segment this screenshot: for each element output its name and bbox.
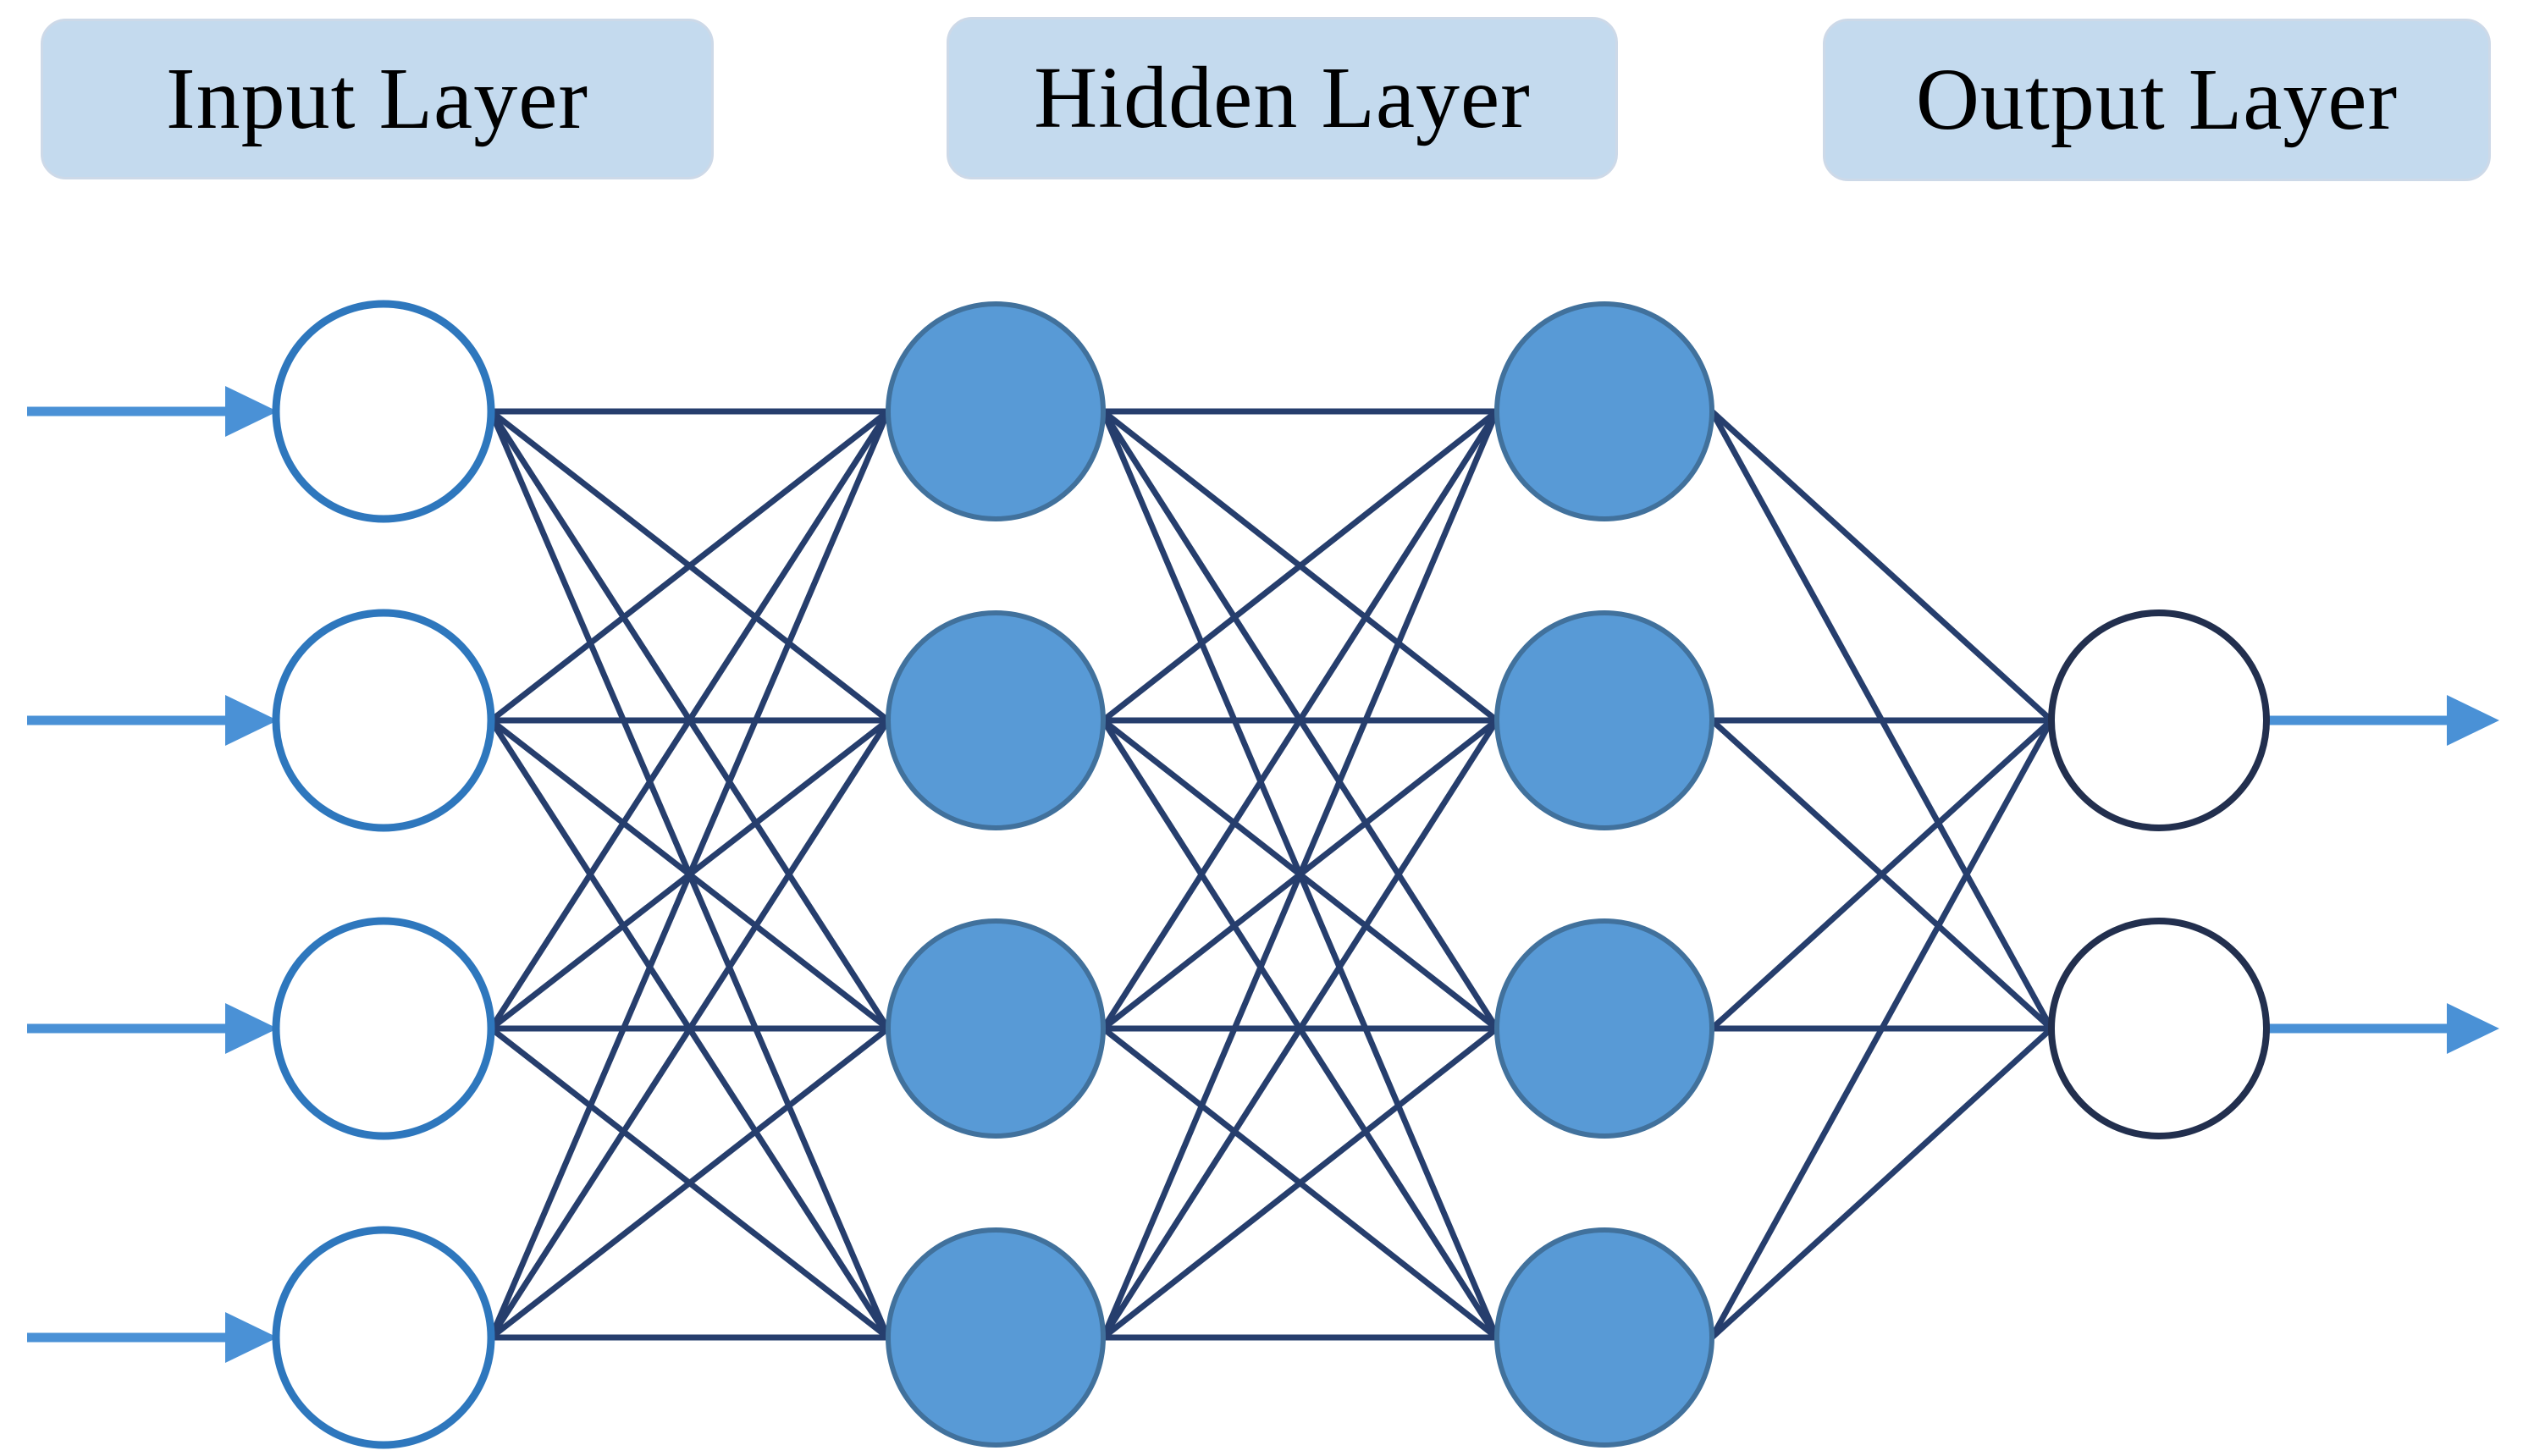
edge-hidden-1-4-hidden-2-3 [1101, 1026, 1499, 1340]
input-arrow-1-head-icon [225, 386, 278, 437]
output-layer-label: Output Layer [1823, 19, 2491, 181]
input-arrow-4 [27, 1312, 278, 1363]
edge-hidden-2-1-output-1 [1709, 409, 2054, 723]
arrows-group [27, 386, 2499, 1363]
output-arrow-1-head-icon [2447, 695, 2499, 746]
output-arrow-1 [2266, 695, 2499, 746]
input-arrow-4-head-icon [225, 1312, 278, 1363]
edge-hidden-1-4-hidden-2-2 [1101, 719, 1499, 1339]
hidden-layer-label: Hidden Layer [947, 17, 1618, 179]
input-node-2 [272, 609, 495, 832]
edge-hidden-2-3-output-1 [1709, 718, 2054, 1031]
hidden-1-node-1 [886, 301, 1106, 521]
nodes-group [272, 300, 2270, 1449]
output-arrow-2-head-icon [2447, 1003, 2499, 1054]
edge-hidden-1-4-hidden-2-1 [1100, 410, 1500, 1339]
edge-input-4-hidden-1-1 [488, 410, 892, 1339]
edges-group [488, 408, 2055, 1341]
edge-hidden-1-3-hidden-2-1 [1101, 410, 1499, 1030]
edge-input-4-hidden-1-3 [489, 1026, 891, 1340]
edge-input-4-hidden-1-2 [489, 719, 891, 1339]
input-node-3 [272, 917, 495, 1140]
output-node-2 [2048, 918, 2270, 1139]
input-node-1 [272, 300, 495, 523]
edge-input-3-hidden-1-1 [489, 410, 891, 1030]
output-node-1 [2048, 609, 2270, 831]
hidden-1-node-2 [886, 610, 1106, 830]
edge-hidden-2-4-output-1 [1709, 719, 2055, 1339]
output-arrow-2 [2266, 1003, 2499, 1054]
input-layer-label: Input Layer [41, 19, 714, 179]
edge-hidden-1-2-hidden-2-1 [1101, 409, 1499, 723]
hidden-1-node-4 [886, 1227, 1106, 1448]
input-arrow-3-head-icon [225, 1003, 278, 1054]
hidden-2-node-3 [1494, 918, 1714, 1139]
input-arrow-2-head-icon [225, 695, 278, 746]
hidden-2-node-2 [1494, 610, 1714, 830]
input-arrow-3 [27, 1003, 278, 1054]
hidden-2-node-4 [1494, 1227, 1714, 1448]
hidden-2-node-1 [1494, 301, 1714, 521]
hidden-1-node-3 [886, 918, 1106, 1139]
edge-input-2-hidden-1-1 [489, 409, 891, 723]
input-arrow-1 [27, 386, 278, 437]
edge-hidden-2-4-output-2 [1709, 1026, 2054, 1340]
input-arrow-2 [27, 695, 278, 746]
input-node-4 [272, 1226, 495, 1449]
